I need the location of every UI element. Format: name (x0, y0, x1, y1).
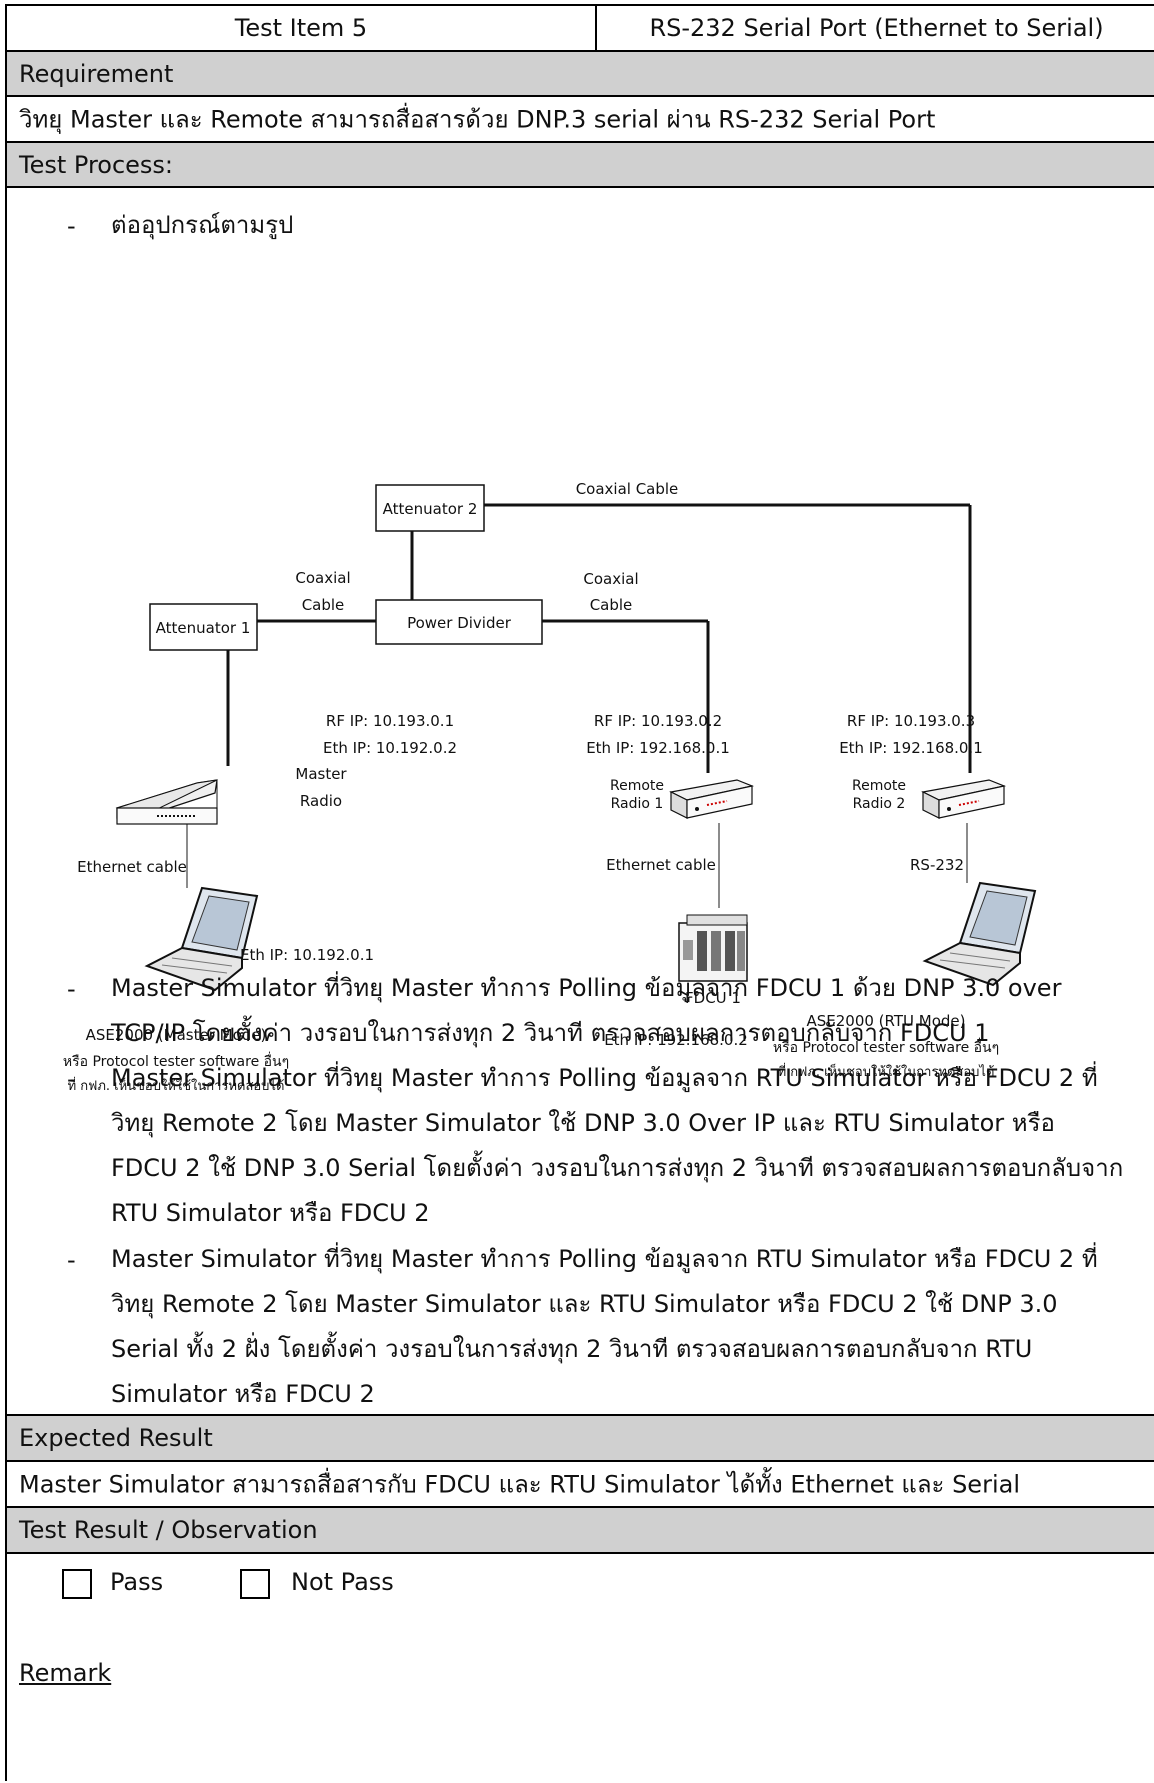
coax-top-label: Coaxial Cable (576, 480, 679, 498)
remote-radio-1-device (669, 779, 755, 819)
ase-master-line-1: ASE2000 (Master Mode) (86, 1026, 267, 1044)
network-diagram: Attenuator 1 Attenuator 2 Power Divider … (63, 480, 1037, 1094)
remark-label: Remark (19, 1659, 112, 1687)
step-line: TCP/IP โดยตั้งค่า วงรอบในการส่งทุก 2 วิน… (111, 1019, 990, 1047)
ase-master-line-2: หรือ Protocol tester software อื่นๆ (63, 1052, 289, 1070)
dash-bullet: - (67, 1246, 76, 1274)
step-line: Simulator หรือ FDCU 2 (111, 1380, 375, 1408)
requirement-label: Requirement (19, 59, 174, 88)
expected-header: Expected Result (7, 1416, 1154, 1462)
process-body: - ต่ออุปกรณ์ตามรูป Attenuator 1 (7, 188, 1154, 1416)
master-radio-label-2: Radio (300, 792, 342, 810)
expected-label: Expected Result (19, 1424, 213, 1452)
attenuator-2-box (375, 484, 485, 532)
rs232-label: RS-232 (910, 856, 964, 874)
fdcu-label: FDCU 1 (685, 989, 741, 1007)
result-header: Test Result / Observation (7, 1508, 1154, 1554)
step-line: วิทยุ Remote 2 โดย Master Simulator และ … (111, 1290, 1058, 1318)
attenuator-1-label: Attenuator 1 (156, 619, 251, 637)
remote-radio-2-device (921, 779, 1007, 819)
remote2-label-1: Remote (852, 778, 906, 794)
process-first-step: ต่ออุปกรณ์ตามรูป (111, 211, 294, 239)
dash-bullet: - (67, 1065, 76, 1093)
coax-right-label-1: Coaxial (583, 570, 638, 588)
remote1-rf-ip: RF IP: 10.193.0.2 (594, 712, 722, 730)
requirement-header: Requirement (7, 52, 1154, 97)
coax-right-label-2: Cable (590, 596, 633, 614)
process-label: Test Process: (19, 150, 174, 179)
process-header: Test Process: (7, 143, 1154, 188)
coax-left-label-1: Coaxial (295, 569, 350, 587)
remote1-label-1: Remote (610, 778, 664, 794)
result-body: Pass Not Pass Remark (7, 1554, 1154, 1783)
power-divider-box (375, 599, 543, 645)
test-item-cell: Test Item 5 (7, 6, 597, 50)
step-3: Master Simulator ที่วิทยุ Master ทำการ P… (111, 1237, 1151, 1417)
test-title-cell: RS-232 Serial Port (Ethernet to Serial) (649, 14, 1104, 42)
step-line: วิทยุ Remote 2 โดย Master Simulator ใช้ … (111, 1109, 1055, 1137)
step-line: FDCU 2 ใช้ DNP 3.0 Serial โดยตั้งค่า วงร… (111, 1154, 1124, 1182)
eth-cable-left-label: Ethernet cable (77, 858, 187, 876)
result-label: Test Result / Observation (19, 1516, 318, 1544)
expected-row: Master Simulator สามารถสื่อสารกับ FDCU แ… (7, 1462, 1154, 1508)
expected-text: Master Simulator สามารถสื่อสารกับ FDCU แ… (19, 1470, 1020, 1499)
coax-left-label-2: Cable (302, 596, 345, 614)
master-radio-label-1: Master (295, 765, 347, 783)
remote2-label-2: Radio 2 (853, 796, 906, 812)
remote1-eth-ip: Eth IP: 192.168.0.1 (586, 739, 730, 757)
ase-rtu-line-2: หรือ Protocol tester software อื่นๆ (773, 1038, 999, 1056)
power-divider-label: Power Divider (407, 614, 512, 632)
step-line: Master Simulator ที่วิทยุ Master ทำการ P… (111, 974, 1062, 1002)
master-rf-ip: RF IP: 10.193.0.1 (326, 712, 454, 730)
dash-bullet: - (67, 975, 76, 1003)
attenuator-2-label: Attenuator 2 (383, 500, 478, 518)
remote2-eth-ip: Eth IP: 192.168.0.1 (839, 739, 983, 757)
step-line: Serial ทั้ง 2 ฝั่ง โดยตั้งค่า วงรอบในการ… (111, 1335, 1033, 1363)
master-radio-device (115, 779, 218, 825)
requirement-text: วิทยุ Master และ Remote สามารถสื่อสารด้ว… (19, 105, 936, 134)
remote2-rf-ip: RF IP: 10.193.0.3 (847, 712, 975, 730)
laptop-left-icon (144, 886, 259, 992)
requirement-row: วิทยุ Master และ Remote สามารถสื่อสารด้ว… (7, 97, 1154, 143)
step-line: Master Simulator ที่วิทยุ Master ทำการ P… (111, 1064, 1098, 1092)
not-pass-label: Not Pass (291, 1568, 394, 1596)
not-pass-checkbox[interactable] (240, 1569, 270, 1599)
remote1-label-2: Radio 1 (611, 796, 664, 812)
ase-rtu-line-3: ที่ กฟภ. เห็นชอบให้ใช้ในการทดสอบได้ (778, 1062, 995, 1080)
test-form: Test Item 5 RS-232 Serial Port (Ethernet… (5, 4, 1154, 1781)
ase-master-line-3: ที่ กฟภ. เห็นชอบให้ใช้ในการทดสอบได้ (68, 1076, 285, 1094)
attenuator-1-box (149, 603, 258, 651)
pass-checkbox[interactable] (62, 1569, 92, 1599)
master-eth-ip: Eth IP: 10.192.0.2 (323, 739, 457, 757)
step-line: RTU Simulator หรือ FDCU 2 (111, 1199, 430, 1227)
step-1: Master Simulator ที่วิทยุ Master ทำการ P… (111, 966, 1151, 1056)
laptop-left-eth-ip: Eth IP: 10.192.0.1 (240, 946, 374, 964)
eth-cable-mid-label: Ethernet cable (606, 856, 716, 874)
fdcu-eth-ip: Eth IP: 192.168.0.2 (604, 1031, 748, 1049)
dash-bullet: - (67, 212, 76, 240)
laptop-right-icon (922, 881, 1037, 987)
ase-rtu-line-1: ASE2000 (RTU Mode) (806, 1012, 965, 1030)
step-2: Master Simulator ที่วิทยุ Master ทำการ P… (111, 1056, 1151, 1236)
header-row: Test Item 5 RS-232 Serial Port (Ethernet… (7, 6, 1154, 52)
step-line: Master Simulator ที่วิทยุ Master ทำการ P… (111, 1245, 1098, 1273)
pass-label: Pass (110, 1568, 164, 1596)
fdcu-device-icon (678, 914, 748, 982)
